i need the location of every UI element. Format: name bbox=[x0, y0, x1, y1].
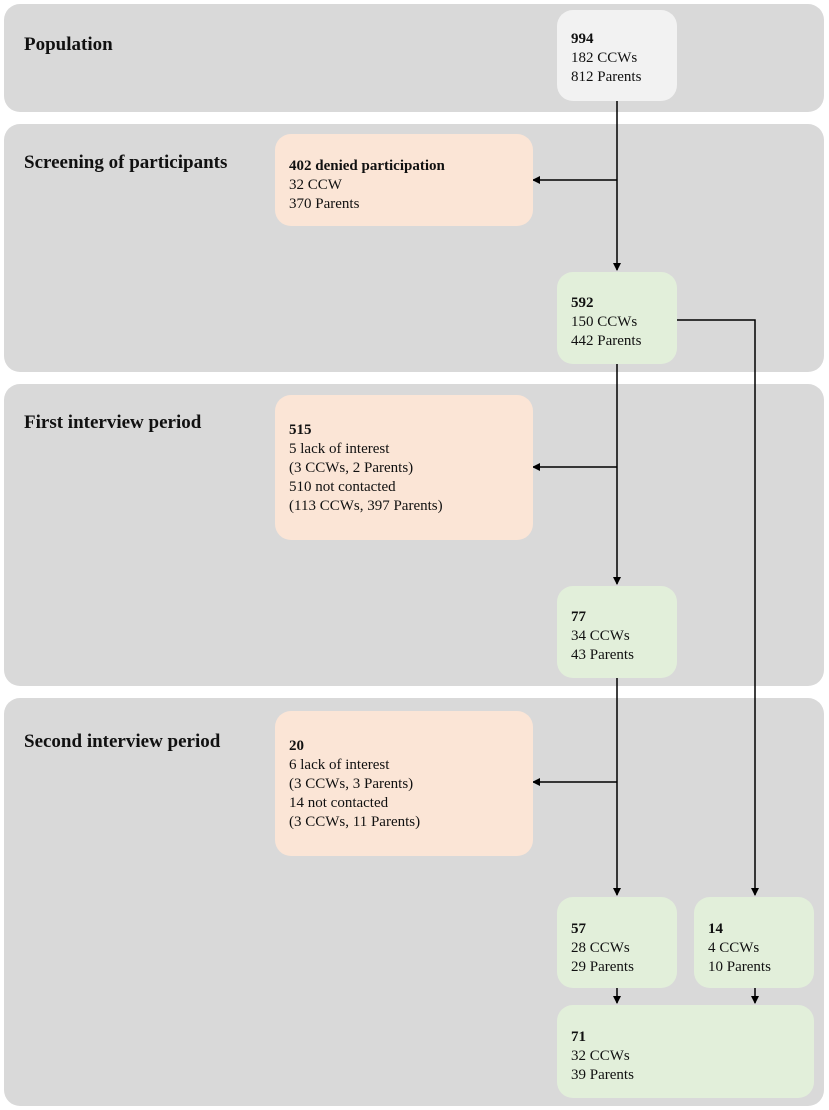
box-line: 29 Parents bbox=[571, 959, 634, 975]
panel-title: First interview period bbox=[24, 412, 202, 433]
box-line: 39 Parents bbox=[571, 1067, 634, 1083]
box-count: 14 bbox=[708, 921, 723, 937]
box-line: 32 CCWs bbox=[571, 1048, 630, 1064]
box-line: 6 lack of interest bbox=[289, 757, 390, 773]
denied-box: 402 denied participation 32 CCW 370 Pare… bbox=[275, 134, 533, 226]
panel-title: Population bbox=[24, 34, 113, 55]
box-line: 5 lack of interest bbox=[289, 441, 390, 457]
box-line: 370 Parents bbox=[289, 196, 360, 212]
second-lost-box: 20 6 lack of interest (3 CCWs, 3 Parents… bbox=[275, 711, 533, 856]
box-count: 592 bbox=[571, 295, 594, 311]
second-kept-box: 57 28 CCWs 29 Parents bbox=[557, 897, 677, 988]
box-line: 34 CCWs bbox=[571, 628, 630, 644]
box-line: 510 not contacted bbox=[289, 479, 396, 495]
box-line: 4 CCWs bbox=[708, 940, 760, 956]
panel-title: Screening of participants bbox=[24, 152, 228, 173]
screened-box: 592 150 CCWs 442 Parents bbox=[557, 272, 677, 364]
box-line: 182 CCWs bbox=[571, 50, 638, 66]
box-line: (3 CCWs, 11 Parents) bbox=[289, 814, 421, 830]
panel-title: Second interview period bbox=[24, 731, 221, 752]
box-count: 402 denied participation bbox=[289, 158, 445, 174]
box-line: 43 Parents bbox=[571, 647, 634, 663]
box-line: (3 CCWs, 2 Parents) bbox=[289, 460, 414, 476]
final-box: 71 32 CCWs 39 Parents bbox=[557, 1005, 814, 1098]
first-lost-box: 515 5 lack of interest (3 CCWs, 2 Parent… bbox=[275, 395, 533, 540]
box-count: 20 bbox=[289, 738, 304, 754]
box-line: 150 CCWs bbox=[571, 314, 638, 330]
box-line: 812 Parents bbox=[571, 69, 642, 85]
box-count: 515 bbox=[289, 422, 312, 438]
box-count: 994 bbox=[571, 31, 594, 47]
box-line: 32 CCW bbox=[289, 177, 342, 193]
box-count: 71 bbox=[571, 1029, 586, 1045]
box-count: 57 bbox=[571, 921, 586, 937]
box-line: 28 CCWs bbox=[571, 940, 630, 956]
first-kept-box: 77 34 CCWs 43 Parents bbox=[557, 586, 677, 678]
panel-population: Population bbox=[4, 4, 824, 112]
box-line: (113 CCWs, 397 Parents) bbox=[289, 498, 443, 514]
box-line: (3 CCWs, 3 Parents) bbox=[289, 776, 414, 792]
box-line: 10 Parents bbox=[708, 959, 771, 975]
box-line: 14 not contacted bbox=[289, 795, 389, 811]
population-box: 994 182 CCWs 812 Parents bbox=[557, 10, 677, 101]
arrow-screened-to-direct bbox=[677, 319, 759, 896]
direct-box: 14 4 CCWs 10 Parents bbox=[694, 897, 814, 988]
box-count: 77 bbox=[571, 609, 586, 625]
box-line: 442 Parents bbox=[571, 333, 642, 349]
